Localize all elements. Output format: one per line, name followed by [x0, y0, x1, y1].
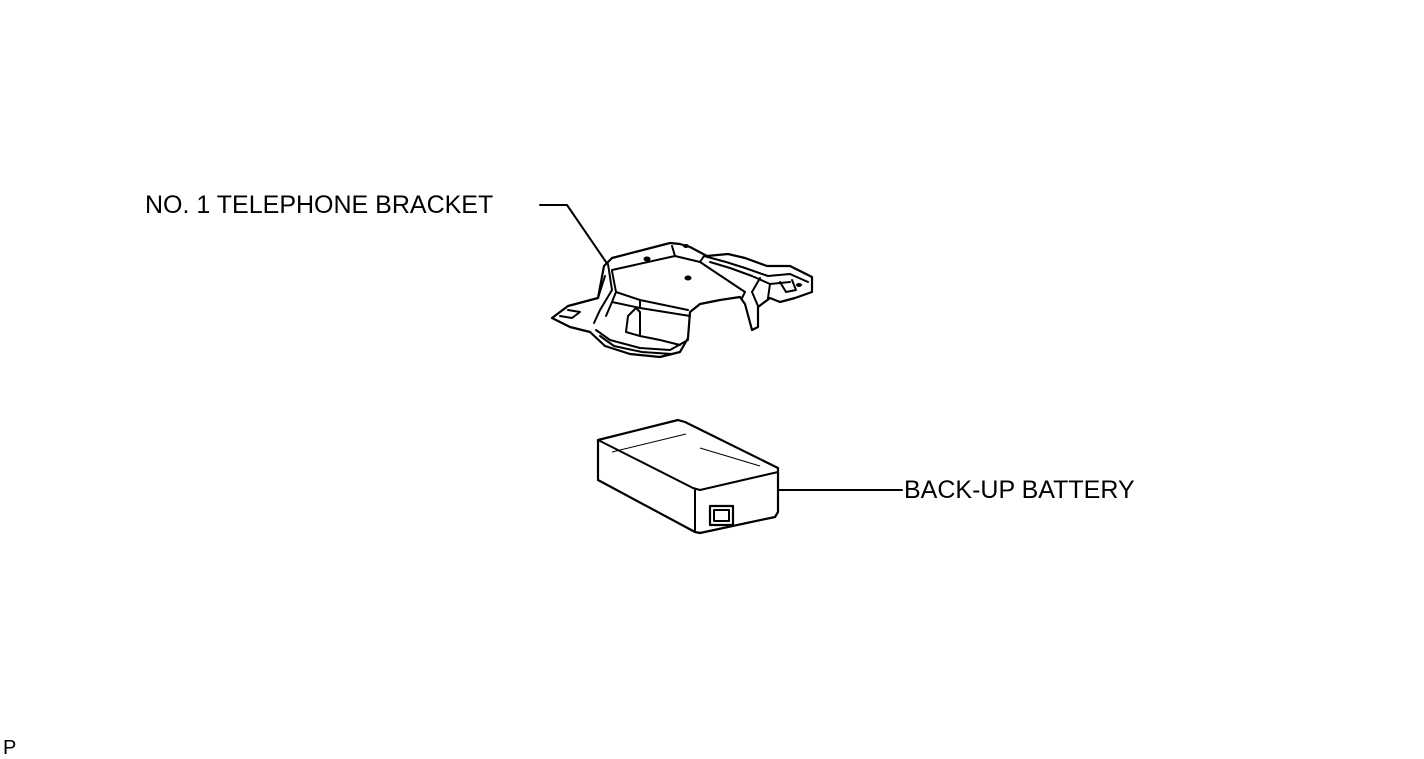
bracket-front-face: [611, 291, 691, 317]
battery-top-edge: [597, 439, 779, 491]
bracket-top-plate: [611, 245, 746, 299]
bracket-outline: [550, 241, 814, 359]
bracket-callout-label: NO. 1 TELEPHONE BRACKET: [145, 191, 494, 219]
bracket-hole: [684, 275, 692, 281]
bracket-left-tab: [559, 309, 581, 319]
bracket-right-tab: [779, 279, 797, 293]
battery-seam-line: [611, 433, 761, 467]
bracket-hole: [796, 283, 802, 287]
bracket-hole: [643, 256, 651, 262]
bracket-leader-line: [539, 204, 607, 263]
backup-battery-drawing: [596, 418, 903, 535]
battery-outline: [596, 418, 780, 535]
battery-callout-label: BACK-UP BATTERY: [904, 476, 1135, 504]
bracket-hole: [683, 244, 689, 248]
bracket-right-arm: [703, 255, 809, 307]
corner-code-label: P: [3, 737, 17, 759]
battery-connector-inner: [713, 509, 730, 522]
bracket-front-leg: [595, 307, 689, 355]
telephone-bracket-drawing: [539, 204, 814, 359]
bracket-flange-line: [593, 263, 617, 324]
